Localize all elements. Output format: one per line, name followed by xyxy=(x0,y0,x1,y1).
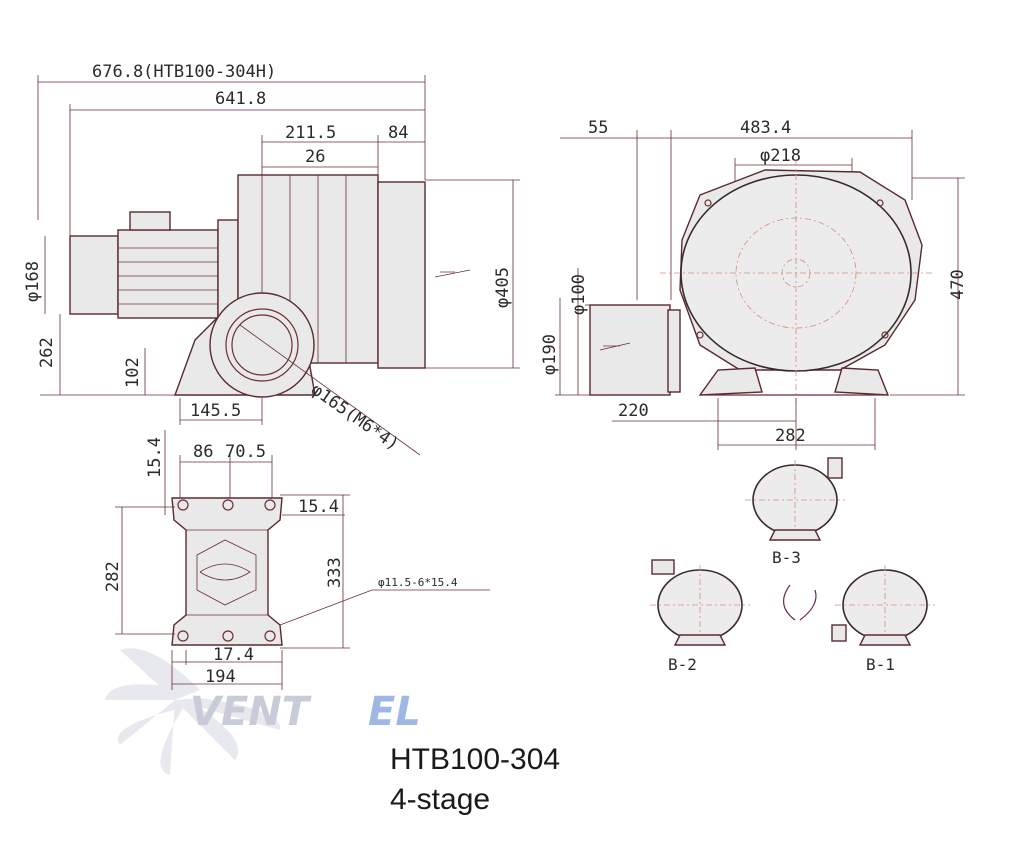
dim-70-5: 70.5 xyxy=(225,442,266,462)
front-view: 55 483.4 φ218 φ100 φ190 470 xyxy=(540,118,968,450)
dim-phi100: φ100 xyxy=(569,274,589,315)
dim-overall-h: 676.8(HTB100-304H) xyxy=(92,62,276,82)
dim-phi168: φ168 xyxy=(23,261,43,302)
rotation-arrow-icon xyxy=(783,584,817,621)
dim-84: 84 xyxy=(388,123,408,143)
dim-17-4: 17.4 xyxy=(213,645,254,665)
side-view: 676.8(HTB100-304H) 641.8 211.5 84 26 φ16… xyxy=(23,62,520,456)
outlet-pipe xyxy=(589,304,671,396)
dim-194: 194 xyxy=(205,667,236,687)
caption: HTB100-304 4-stage xyxy=(390,740,560,820)
dim-15-4-top: 15.4 xyxy=(145,437,165,478)
dim-86: 86 xyxy=(193,442,213,462)
label-b1: B-1 xyxy=(866,655,895,674)
dim-hole: φ11.5-6*15.4 xyxy=(378,576,458,589)
dim-333: 333 xyxy=(325,557,345,588)
dim-15-4-right: 15.4 xyxy=(298,497,339,517)
dim-483-4: 483.4 xyxy=(740,118,791,138)
dim-220: 220 xyxy=(618,401,649,421)
foot-left xyxy=(698,367,763,396)
watermark-fan-icon xyxy=(105,648,281,775)
model-name: HTB100-304 xyxy=(390,743,561,776)
inlet-flange xyxy=(209,292,315,398)
watermark-el-text: EL xyxy=(368,689,421,735)
motor-end-cap xyxy=(69,235,119,315)
label-b3: B-3 xyxy=(772,548,801,567)
dim-overall: 641.8 xyxy=(215,89,266,109)
dim-470: 470 xyxy=(948,269,968,300)
dim-26: 26 xyxy=(305,147,325,167)
orientation-b2: B-2 xyxy=(650,559,750,674)
dim-211-5: 211.5 xyxy=(285,123,336,143)
foot-right xyxy=(834,367,890,396)
dim-phi405: φ405 xyxy=(493,267,513,308)
dim-145-5: 145.5 xyxy=(190,401,241,421)
dim-phi218: φ218 xyxy=(760,146,801,166)
outlet-duct xyxy=(377,181,426,369)
dim-55: 55 xyxy=(588,118,608,138)
dim-102: 102 xyxy=(123,357,143,388)
dim-262: 262 xyxy=(37,337,57,368)
motor-housing xyxy=(117,229,219,319)
dim-phi190: φ190 xyxy=(540,334,560,375)
label-b2: B-2 xyxy=(668,655,697,674)
orientation-b1: B-1 xyxy=(831,565,935,674)
dim-282-left: 282 xyxy=(103,561,123,592)
base-frame xyxy=(171,497,283,646)
dim-282-right: 282 xyxy=(775,426,806,446)
stage-label: 4-stage xyxy=(390,783,491,816)
dim-phi165: φ165(M6*4) xyxy=(307,380,402,455)
watermark-vent-text: VENT xyxy=(190,689,312,735)
base-plan-view: 15.4 86 70.5 15.4 282 333 φ11.5-6*15.4 1… xyxy=(103,430,490,690)
terminal-box xyxy=(129,211,171,231)
orientation-b3: B-3 xyxy=(745,457,845,567)
